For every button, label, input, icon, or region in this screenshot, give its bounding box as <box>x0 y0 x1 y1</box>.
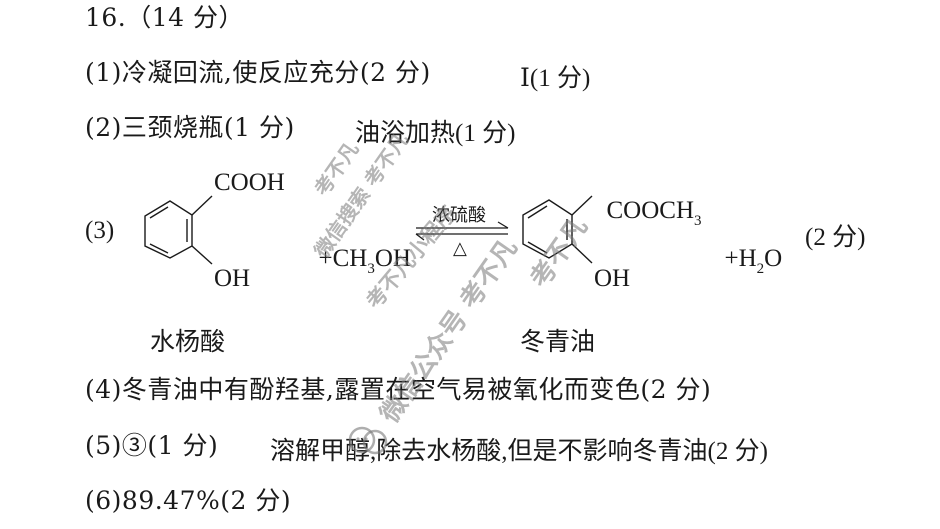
water-prefix: +H <box>724 245 757 272</box>
product-bottom-group: OH <box>594 265 631 292</box>
methanol-subscript: 3 <box>367 261 375 277</box>
methanol-prefix: +CH <box>318 245 368 272</box>
water-tail: O <box>764 245 783 272</box>
answer-part-2-extra: 油浴加热(1 分) <box>355 120 516 147</box>
equation-label: (3) <box>85 217 115 244</box>
reactant-name: 水杨酸 <box>150 329 226 356</box>
answer-part-1-extra: Ⅰ(1 分) <box>520 65 591 92</box>
wechat-icon <box>348 426 388 455</box>
answer-part-4: (4)冬青油中有酚羟基,露置在空气易被氧化而变色(2 分) <box>85 375 712 404</box>
answer-part-5: (5)③(1 分) <box>85 431 219 460</box>
product-top-main: COOCH <box>606 197 695 224</box>
answer-part-2: (2)三颈烧瓶(1 分) <box>85 113 295 142</box>
condition-heat: △ <box>453 238 467 259</box>
condition-catalyst: 浓硫酸 <box>432 205 486 226</box>
water-product: +H2O <box>712 217 783 277</box>
answer-part-5-extra: 溶解甲醇,除去水杨酸,但是不影响冬青油(2 分) <box>270 438 768 465</box>
water-subscript: 2 <box>756 261 765 277</box>
methanol-reagent: +CH3OH <box>306 217 411 277</box>
product-top-group: COOCH3 <box>594 169 702 229</box>
reactant-top-group: COOH <box>214 169 285 196</box>
answer-part-6: (6)89.47%(2 分) <box>85 486 292 515</box>
product-top-subscript: 3 <box>694 213 702 229</box>
question-header: 16.（14 分） <box>85 3 245 32</box>
reactant-bottom-group: OH <box>214 265 251 292</box>
product-name: 冬青油 <box>520 329 596 356</box>
answer-part-1: (1)冷凝回流,使反应充分(2 分) <box>85 58 431 87</box>
equation-score: (2 分) <box>805 224 866 251</box>
methanol-tail: OH <box>374 245 411 272</box>
